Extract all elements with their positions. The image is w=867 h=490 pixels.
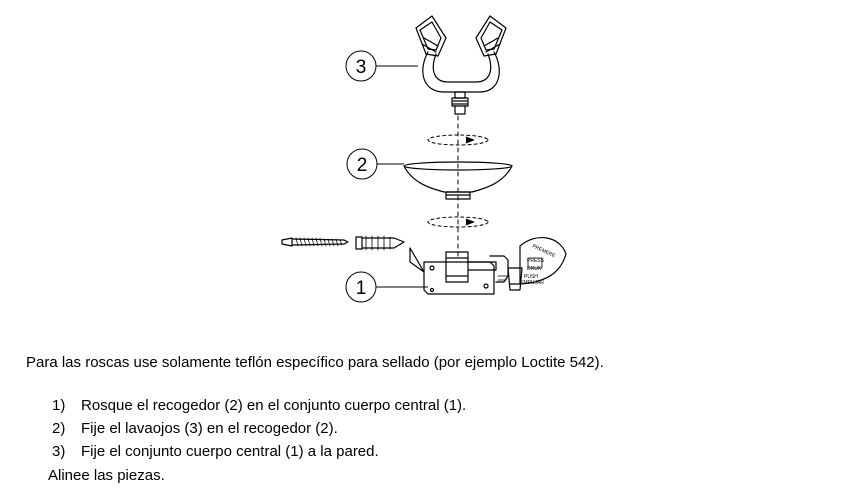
step-number: 2): [52, 420, 66, 437]
screw-part: [281, 237, 349, 247]
callout-number-2: 2: [357, 155, 368, 176]
step-number: 3): [52, 443, 66, 460]
assembly-diagram: PREMERE PRESS DRUK PUSH EMPUJAR 3 2 1: [281, 15, 567, 303]
sealant-note: Para las roscas use solamente teflón esp…: [26, 354, 604, 371]
paddle-label-small-b: DRUK: [527, 266, 542, 272]
paddle-label-small-a: PRESS: [527, 258, 545, 264]
paddle-label-empujar: EMPUJAR: [520, 280, 544, 286]
step-text: Fije el lavaojos (3) en el recogedor (2)…: [81, 420, 338, 437]
collection-bowl-part: [403, 161, 513, 200]
callout-number-1: 1: [356, 278, 367, 299]
step-text: Fije el conjunto cuerpo central (1) a la…: [81, 443, 379, 460]
callout-number-3: 3: [356, 57, 367, 78]
rotation-arrow-upper: [427, 134, 489, 146]
step-text: Rosque el recogedor (2) en el conjunto c…: [81, 397, 467, 414]
wall-anchor-part: [355, 235, 405, 251]
final-instruction: Alinee las piezas.: [48, 467, 165, 484]
rotation-arrow-lower: [427, 216, 489, 228]
central-body-part: [409, 237, 567, 295]
paddle-label-push: PUSH: [524, 274, 538, 280]
step-number: 1): [52, 397, 66, 414]
eyewash-head-part: [415, 15, 507, 115]
